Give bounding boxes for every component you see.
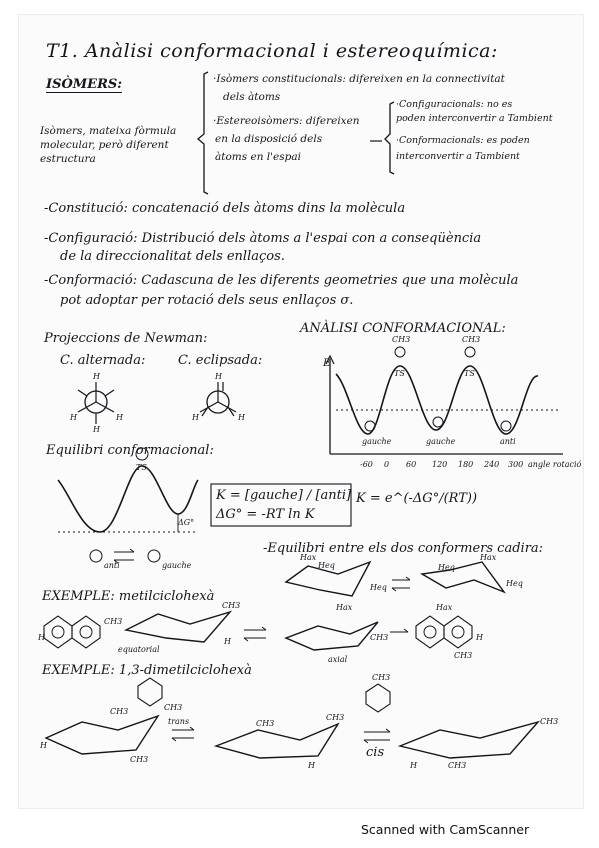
- constitutional-isomers-line-1: ·Isòmers constitucionals: difereixen en …: [213, 73, 505, 85]
- x-axis-label: angle rotació: [528, 460, 582, 469]
- methyl-label: CH3: [104, 617, 123, 626]
- configuration-definition-line-1: -Configuració: Distribució dels àtoms a …: [44, 231, 482, 246]
- stereoisomers-line-2: en la disposició dels: [215, 133, 323, 145]
- methyl-label: CH3: [130, 755, 149, 764]
- constitutional-isomers-line-2: dels àtoms: [223, 91, 281, 103]
- configuration-definition-line-2: de la direccionalitat dels enllaços.: [60, 249, 285, 264]
- newman-h-label: H: [192, 413, 199, 422]
- methyl-label: CH3: [256, 719, 275, 728]
- conformational-line-1: ·Conformacionals: es poden: [396, 135, 530, 146]
- gibbs-formula: ΔG° = -RT ln K: [216, 507, 315, 522]
- x-tick-label: 0: [384, 460, 390, 469]
- x-tick-label: 240: [484, 460, 500, 469]
- delta-g-label: ΔG°: [178, 518, 195, 527]
- ts-label: TS: [464, 369, 475, 378]
- equatorial-h-label: Heq: [318, 561, 335, 570]
- methyl-label: CH3: [110, 707, 129, 716]
- h-label: H: [410, 761, 417, 770]
- x-tick-label: 300: [508, 460, 524, 469]
- methyl-label: CH3: [326, 713, 345, 722]
- energy-diagram: [325, 346, 563, 455]
- h-label: H: [38, 633, 45, 642]
- newman-h-label: H: [70, 413, 77, 422]
- newman-h-label: H: [215, 372, 222, 381]
- exponential-formula: K = e^(-ΔG°/(RT)): [356, 491, 478, 506]
- newman-heading: Projeccions de Newman:: [44, 331, 208, 346]
- scanner-watermark: Scanned with CamScanner: [361, 822, 530, 837]
- newman-h-label: H: [93, 425, 100, 434]
- h-label: H: [40, 741, 47, 750]
- chair-conformers: [284, 560, 507, 597]
- anti-label: anti: [104, 561, 120, 570]
- axial-label: axial: [328, 655, 348, 664]
- methyl-label: CH3: [370, 633, 389, 642]
- gauche-label: gauche: [162, 561, 192, 570]
- example-2-heading: EXEMPLE: 1,3-dimetilciclohexà: [42, 663, 252, 678]
- equilibrium-heading: Equilibri conformacional:: [46, 443, 214, 458]
- x-tick-label: 180: [458, 460, 474, 469]
- constitution-definition: -Constitució: concatenació dels àtoms di…: [44, 201, 406, 216]
- configurational-line-1: ·Configuracionals: no es: [396, 99, 513, 110]
- h-label: H: [224, 637, 231, 646]
- conformer-label-anti: anti: [500, 437, 516, 446]
- x-tick-label: 120: [432, 460, 448, 469]
- axial-h-label: Hax: [300, 553, 317, 562]
- cis-label: cis: [366, 745, 385, 760]
- methyl-label: CH3: [372, 673, 391, 682]
- methyl-label: CH3: [222, 601, 241, 610]
- k-formula: K = [gauche] / [anti]: [216, 488, 352, 503]
- methyl-label: CH3: [462, 335, 481, 344]
- conformation-definition-line-2: pot adoptar per rotació dels seus enllaç…: [60, 293, 354, 308]
- conformation-definition-line-1: -Conformació: Cadascuna de les diferents…: [44, 273, 519, 288]
- conformer-label-gauche: gauche: [426, 437, 456, 446]
- dimethylcyclohexane-drawings: [44, 677, 541, 759]
- h-label: H: [308, 761, 315, 770]
- conformational-analysis-heading: ANÀLISI CONFORMACIONAL:: [300, 321, 506, 336]
- trans-label: trans: [168, 717, 190, 726]
- newman-projections: [77, 382, 237, 424]
- ts-label: TS: [394, 369, 405, 378]
- staggered-label: C. alternada:: [60, 353, 146, 368]
- methyl-label: CH3: [392, 335, 411, 344]
- methyl-label: CH3: [454, 651, 473, 660]
- methyl-label: CH3: [448, 761, 467, 770]
- equilibrium-diagram: [57, 447, 352, 564]
- x-tick-label: 60: [406, 460, 417, 469]
- example-1-heading: EXEMPLE: metilciclohexà: [42, 589, 215, 604]
- methyl-label: CH3: [164, 703, 183, 712]
- h-label: H: [476, 633, 483, 642]
- page-title: T1. Anàlisi conformacional i estereoquím…: [46, 40, 498, 62]
- isomers-definition-line-1: Isòmers, mateixa fòrmula: [40, 125, 177, 137]
- ts-label: TS: [136, 463, 147, 472]
- eclipsed-label: C. eclipsada:: [178, 353, 263, 368]
- methyl-label: CH3: [540, 717, 559, 726]
- configurational-line-2: poden interconvertir a Tambient: [396, 113, 553, 124]
- newman-h-label: H: [116, 413, 123, 422]
- isomers-brackets: [196, 71, 395, 195]
- axial-h-label: Hax: [436, 603, 453, 612]
- methylcyclohexane-drawings: [43, 610, 473, 651]
- x-tick-label: -60: [360, 460, 373, 469]
- conformer-label-gauche: gauche: [362, 437, 392, 446]
- stereoisomers-line-3: àtoms en l'espai: [215, 151, 301, 163]
- isomers-heading: ISÒMERS:: [46, 77, 123, 93]
- equatorial-label: equatorial: [118, 645, 160, 654]
- chair-equilibrium-heading: -Equilibri entre els dos conformers cadi…: [263, 541, 544, 556]
- conformational-line-2: interconvertir a Tambient: [396, 151, 520, 162]
- axial-h-label: Hax: [480, 553, 497, 562]
- newman-h-label: H: [238, 413, 245, 422]
- equatorial-h-label: Heq: [506, 579, 523, 588]
- axial-h-label: Hax: [336, 603, 353, 612]
- equatorial-h-label: Heq: [370, 583, 387, 592]
- isomers-definition-line-2: molecular, però diferent: [40, 139, 169, 151]
- newman-h-label: H: [93, 372, 100, 381]
- energy-axis-label: E: [323, 357, 331, 369]
- isomers-definition-line-3: estructura: [40, 153, 96, 165]
- scanned-page: T1. Anàlisi conformacional i estereoquím…: [18, 14, 584, 809]
- stereoisomers-line-1: ·Estereoisòmers: difereixen: [213, 115, 360, 127]
- equatorial-h-label: Heq: [438, 563, 455, 572]
